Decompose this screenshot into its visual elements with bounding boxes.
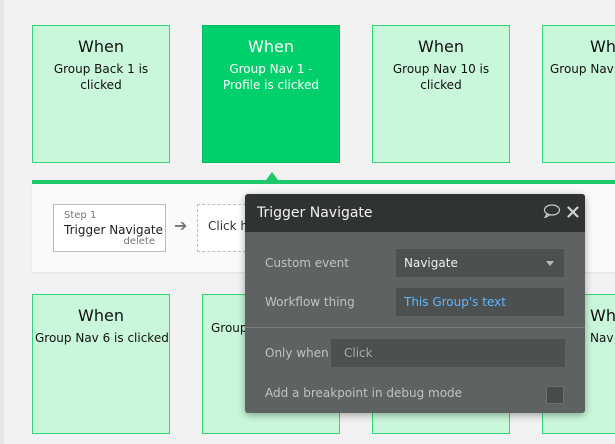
custom-event-label: Custom event — [265, 256, 349, 270]
only-when-label: Only when — [265, 346, 329, 360]
event-description: Group Nav 10 is clicked — [392, 62, 490, 92]
arrow-right-icon: ➔ — [174, 216, 188, 235]
event-card-group-nav-6[interactable]: When Group Nav 6 is clicked — [32, 294, 170, 434]
event-when-label: Wh — [590, 306, 615, 325]
event-description: Group Nav — [550, 62, 614, 76]
event-card-group-nav-10[interactable]: When Group Nav 10 is clicked — [372, 25, 510, 163]
event-description: Nav — [590, 331, 614, 345]
workflow-step-1[interactable]: Step 1 Trigger Navigate delete — [53, 204, 166, 252]
event-description: Group Nav 1 - Profile is clicked — [223, 62, 319, 92]
workflow-thing-value: This Group's text — [404, 295, 506, 309]
step-title: Trigger Navigate — [64, 223, 164, 237]
event-description: Group Back 1 is clicked — [53, 62, 149, 92]
panel-divider — [245, 327, 585, 328]
step-delete-link[interactable]: delete — [123, 236, 155, 247]
custom-event-dropdown[interactable]: Navigate — [396, 249, 564, 277]
breakpoint-checkbox[interactable] — [546, 386, 564, 404]
canvas-left-border — [0, 0, 4, 444]
panel-header: Trigger Navigate — [245, 194, 585, 232]
speech-bubble-icon[interactable] — [543, 194, 561, 232]
event-when-label: When — [78, 306, 124, 325]
event-when-label: When — [248, 37, 294, 56]
event-when-label: Wh — [590, 37, 615, 56]
workflow-thing-field[interactable]: This Group's text — [396, 288, 564, 316]
trigger-navigate-panel: Trigger Navigate Custom event Navigate W… — [245, 194, 585, 413]
panel-title: Trigger Navigate — [257, 205, 373, 221]
only-when-input[interactable]: Click — [331, 339, 565, 367]
custom-event-value: Navigate — [404, 256, 458, 270]
only-when-placeholder: Click — [344, 346, 373, 360]
event-description: Group — [211, 321, 248, 335]
event-when-label: When — [418, 37, 464, 56]
event-card-group-nav-partial[interactable]: Wh Group Nav — [542, 25, 615, 163]
event-card-group-back-1[interactable]: When Group Back 1 is clicked — [32, 25, 170, 163]
workflow-thing-label: Workflow thing — [265, 295, 355, 309]
event-when-label: When — [78, 37, 124, 56]
selected-event-pointer — [266, 172, 278, 180]
chevron-down-icon — [546, 261, 554, 266]
close-icon[interactable] — [567, 194, 579, 232]
event-card-group-nav-1-profile[interactable]: When Group Nav 1 - Profile is clicked — [202, 25, 340, 163]
event-description: Group Nav 6 is clicked — [35, 331, 169, 345]
breakpoint-label: Add a breakpoint in debug mode — [265, 386, 463, 400]
step-number: Step 1 — [64, 210, 97, 221]
